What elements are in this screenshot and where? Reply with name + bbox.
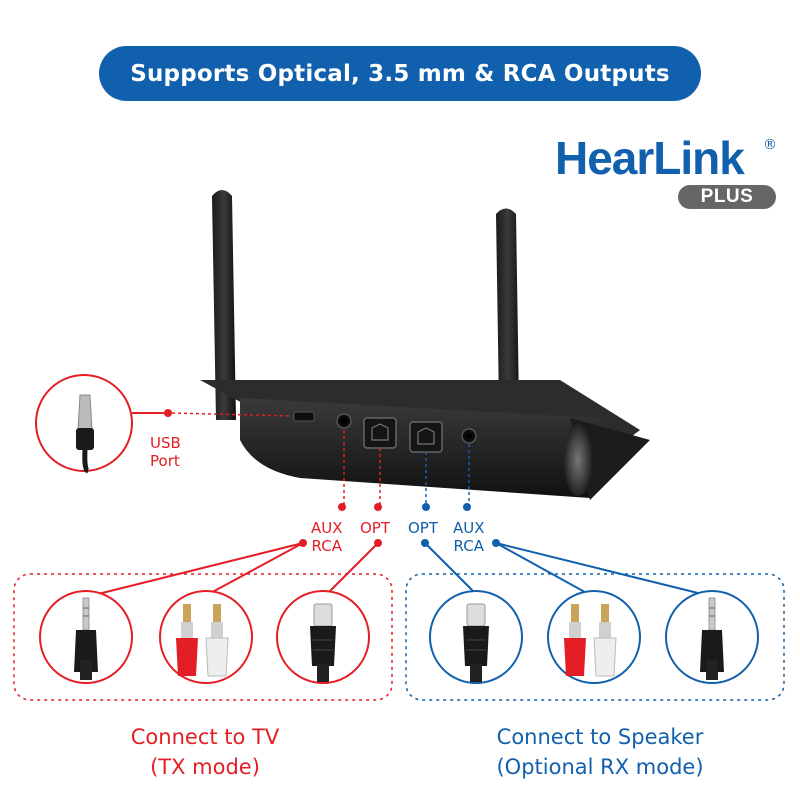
rx-caption: Connect to Speaker (Optional RX mode) bbox=[450, 722, 750, 782]
tx-rca-plugs-icon bbox=[159, 590, 253, 684]
tx-opt-label: OPT bbox=[360, 519, 391, 537]
usb-label-line2: Port bbox=[150, 452, 180, 470]
registered-mark: ® bbox=[763, 137, 777, 153]
rx-aux-plug-icon bbox=[665, 590, 759, 684]
port-leaders bbox=[338, 430, 471, 511]
headline-banner: Supports Optical, 3.5 mm & RCA Outputs bbox=[99, 46, 701, 101]
tx-rca-label: RCA bbox=[311, 537, 342, 555]
rx-rca-label: RCA bbox=[453, 537, 484, 555]
usb-cable-callout bbox=[35, 374, 293, 474]
tx-aux-rca-label: AUX RCA bbox=[311, 519, 343, 555]
usb-label-line1: USB bbox=[150, 434, 181, 452]
tx-caption-line2: (TX mode) bbox=[150, 755, 260, 779]
brand-badge: PLUS bbox=[678, 185, 776, 209]
rx-caption-line2: (Optional RX mode) bbox=[496, 755, 704, 779]
left-antenna bbox=[212, 190, 236, 420]
micro-usb-cable-icon bbox=[77, 394, 93, 431]
tx-caption: Connect to TV (TX mode) bbox=[90, 722, 320, 782]
transmitter-device bbox=[200, 190, 650, 500]
tx-aux-plug-icon bbox=[39, 590, 133, 684]
brand-badge-text: PLUS bbox=[700, 186, 754, 207]
rx-optical-plug-icon bbox=[429, 590, 523, 684]
connector-lines bbox=[89, 539, 711, 597]
rx-rca-plugs-icon bbox=[547, 590, 641, 684]
volume-knob bbox=[564, 424, 592, 496]
rx-caption-line1: Connect to Speaker bbox=[496, 725, 704, 749]
rx-aux-rca-label: AUX RCA bbox=[453, 519, 485, 555]
usb-port-label: USB Port bbox=[150, 434, 181, 470]
rx-opt-label: OPT bbox=[408, 519, 439, 537]
rx-optical-port bbox=[409, 421, 443, 453]
brand-name: HearLink bbox=[555, 132, 745, 184]
tx-optical-port bbox=[363, 417, 397, 449]
usb-slot bbox=[293, 411, 315, 422]
rx-aux-label: AUX bbox=[453, 519, 485, 537]
brand-logo: HearLink ® PLUS bbox=[555, 132, 777, 213]
tx-optical-plug-icon bbox=[276, 590, 370, 684]
tx-aux-label: AUX bbox=[311, 519, 343, 537]
tx-caption-line1: Connect to TV bbox=[130, 725, 280, 749]
headline-text: Supports Optical, 3.5 mm & RCA Outputs bbox=[130, 60, 670, 87]
